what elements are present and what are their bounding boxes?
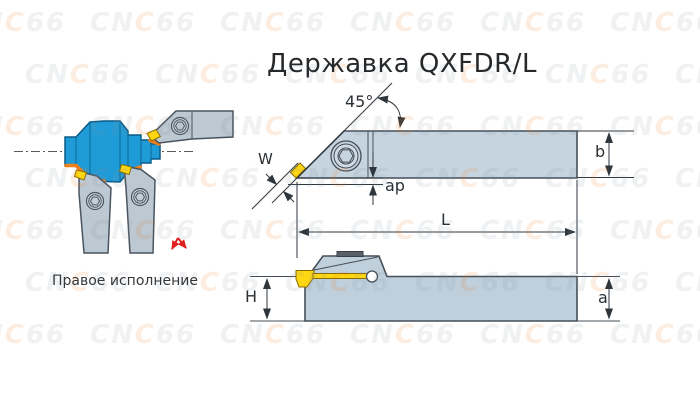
insert-top xyxy=(174,121,186,131)
watermark: CNC66 xyxy=(220,8,327,38)
watermark: CNC66 xyxy=(0,216,67,246)
watermark: CNC66 xyxy=(415,164,522,194)
carbide-insert xyxy=(73,169,88,181)
side-view-drawing xyxy=(251,82,634,274)
carbide-insert xyxy=(146,128,162,142)
clamp-screw xyxy=(330,140,362,172)
tool-holder-left xyxy=(73,169,112,254)
label-shank-width-a: a xyxy=(598,288,608,307)
watermark: CNC66 xyxy=(675,60,700,90)
watermark: CNC66 xyxy=(415,268,522,298)
watermark: CNC66 xyxy=(350,8,457,38)
watermark: CNC66 xyxy=(220,320,327,350)
carbide-insert xyxy=(118,163,133,176)
watermark: CNC66 xyxy=(155,60,262,90)
watermark: CNC66 xyxy=(90,216,197,246)
watermark: CNC66 xyxy=(350,112,457,142)
watermark: CNC66 xyxy=(675,164,700,194)
carbide-insert-front xyxy=(295,270,315,288)
machining-illustration xyxy=(14,110,234,254)
watermark: CNC66 xyxy=(610,8,700,38)
watermark: CNC66 xyxy=(155,164,262,194)
label-head-height-h: H xyxy=(245,287,258,306)
carbide-insert-side xyxy=(289,162,307,179)
watermark: CNC66 xyxy=(545,60,652,90)
label-angle-45: 45° xyxy=(345,92,374,111)
label-insert-width-w: W xyxy=(258,150,273,168)
illustration-caption: Правое исполнение xyxy=(52,273,198,289)
watermark: CNC66 xyxy=(25,164,132,194)
label-cut-depth-ap: ap xyxy=(385,176,405,195)
watermark: CNC66 xyxy=(675,268,700,298)
tool-holder-top xyxy=(146,110,234,144)
watermark: CNC66 xyxy=(610,216,700,246)
watermark: CNC66 xyxy=(350,320,457,350)
watermark: CNC66 xyxy=(285,268,392,298)
watermark: CNC66 xyxy=(90,320,197,350)
clamp-cap xyxy=(336,251,364,257)
watermark: CNC66 xyxy=(0,8,67,38)
label-shank-height-b: b xyxy=(595,142,606,161)
watermark: CNC66 xyxy=(90,112,197,142)
watermark: CNC66 xyxy=(480,216,587,246)
pivot-hole xyxy=(365,270,379,283)
watermark: CNC66 xyxy=(480,112,587,142)
watermark: CNC66 xyxy=(480,8,587,38)
dimension-lines xyxy=(263,278,613,320)
watermark: CNC66 xyxy=(285,164,392,194)
label-length-l: L xyxy=(441,210,450,229)
watermark: CNC66 xyxy=(610,320,700,350)
watermark: CNC66 xyxy=(90,8,197,38)
watermark: CNC66 xyxy=(610,112,700,142)
tool-holder-middle xyxy=(118,163,156,254)
watermark: CNC66 xyxy=(220,216,327,246)
feed-direction-arrow xyxy=(171,237,187,250)
watermark: CNC66 xyxy=(545,164,652,194)
watermark: CNC66 xyxy=(25,60,132,90)
watermark: CNC66 xyxy=(220,112,327,142)
watermark: CNC66 xyxy=(480,320,587,350)
watermark: CNC66 xyxy=(0,112,67,142)
dimension-lines xyxy=(251,82,634,274)
page-title: Державка QXFDR/L xyxy=(267,49,537,79)
top-view-drawing xyxy=(250,251,620,322)
watermark: CNC66 xyxy=(0,320,67,350)
